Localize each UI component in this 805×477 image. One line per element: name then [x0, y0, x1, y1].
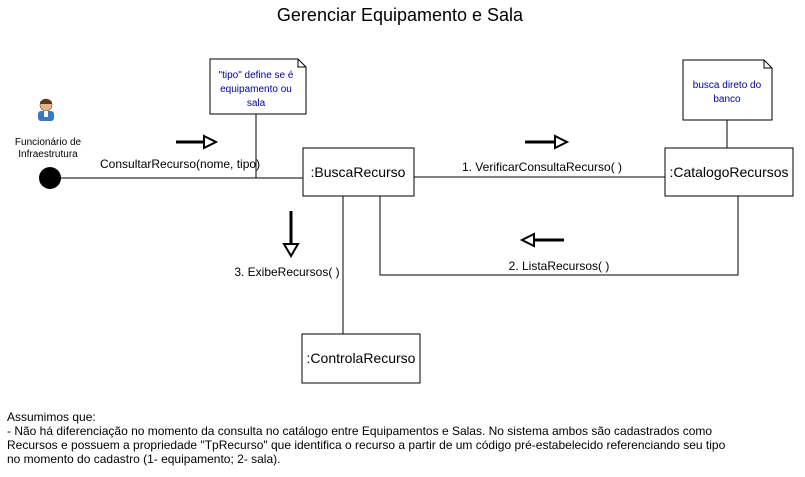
link-catalogo-busca-return: [379, 196, 739, 276]
note-tipo-line2: equipamento ou: [220, 84, 292, 95]
note-tipo-line1: "tipo" define se é: [219, 70, 294, 81]
assumptions-line-3: Recursos e possuem a propriedade "TpRecu…: [7, 438, 726, 452]
actor-label-line2: Infraestrutura: [18, 149, 78, 160]
note-banco: [682, 59, 773, 121]
arrow-right-icon: [525, 134, 570, 150]
arrow-down-icon: [282, 211, 300, 258]
object-controla-recurso: [301, 333, 421, 384]
assumptions-note: Assumimos que: - Não há diferenciação no…: [7, 410, 797, 466]
assumptions-line-4: no momento do cadastro (1- equipamento; …: [7, 452, 281, 466]
note-tipo-line3: sala: [247, 98, 266, 109]
assumptions-line-2: - Não há diferenciação no momento da con…: [7, 424, 713, 438]
message-lista: 2. ListaRecursos( ): [509, 259, 610, 273]
diagram-title: Gerenciar Equipamento e Sala: [277, 5, 524, 25]
object-busca-recurso: [302, 147, 415, 197]
arrow-left-icon: [519, 232, 564, 248]
arrow-right-icon: [176, 134, 219, 150]
object-catalogo-label: :CatalogoRecursos: [669, 164, 788, 180]
object-controla-label: :ControlaRecurso: [307, 350, 416, 366]
object-catalogo-recursos: [664, 147, 794, 197]
message-exibe: 3. ExibeRecursos( ): [234, 265, 339, 279]
message-consultar: ConsultarRecurso(nome, tipo): [100, 157, 260, 171]
person-icon: [38, 98, 54, 121]
object-busca-label: :BuscaRecurso: [311, 164, 406, 180]
assumptions-line-1: Assumimos que:: [7, 410, 96, 424]
note-banco-line2: banco: [713, 94, 741, 105]
actor-label-line1: Funcionário de: [15, 137, 82, 148]
note-banco-line1: busca direto do: [693, 80, 762, 91]
message-verificar: 1. VerificarConsultaRecurso( ): [462, 160, 622, 174]
note-tipo: [209, 58, 307, 115]
